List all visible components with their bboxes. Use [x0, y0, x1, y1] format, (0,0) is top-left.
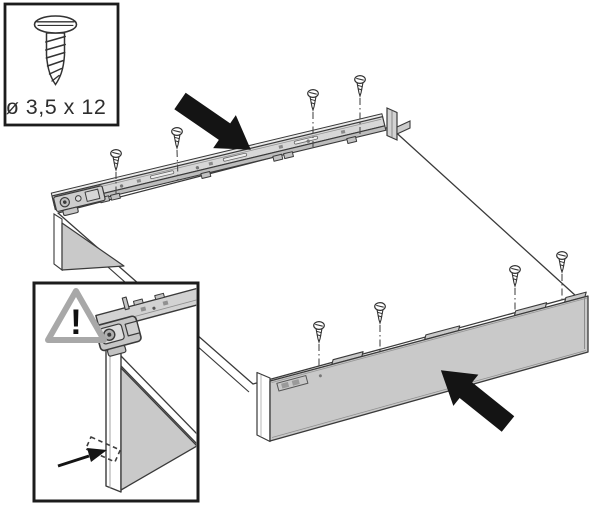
rail-latch-mechanism: [53, 185, 106, 216]
screw-spec-box: ø 3,5 x 12: [3, 2, 120, 127]
warning-triangle-icon: [45, 288, 107, 343]
screw-size-label: ø 3,5 x 12: [6, 95, 107, 119]
detail-inset-box: !: [32, 281, 200, 503]
side-panel-corner: [61, 222, 125, 271]
pan-head-screw-icon: [33, 15, 78, 86]
warning-sign: !: [45, 288, 107, 343]
detail-rail: [94, 286, 197, 357]
fastening-target-outline: [84, 436, 122, 463]
detail-pointer-arrow-icon: [57, 448, 107, 468]
mounting-screw-icon: [354, 74, 366, 97]
rear-rail-end-bracket: [386, 107, 411, 141]
mounting-screw-icon: [110, 149, 122, 171]
corner-detail: [57, 286, 197, 493]
panel-left-edge: [53, 213, 63, 272]
screw-guide-lines: [115, 98, 563, 366]
warning-exclamation: !: [70, 303, 82, 342]
front-rail: [256, 291, 589, 443]
detail-side-panel: [120, 367, 197, 491]
front-rail-edge-strip: [256, 371, 271, 443]
mounting-screw-icon: [307, 88, 319, 111]
mounting-screw-icon: [556, 251, 568, 273]
rear-rail: [50, 113, 387, 216]
mounting-screw-icon: [171, 126, 183, 149]
